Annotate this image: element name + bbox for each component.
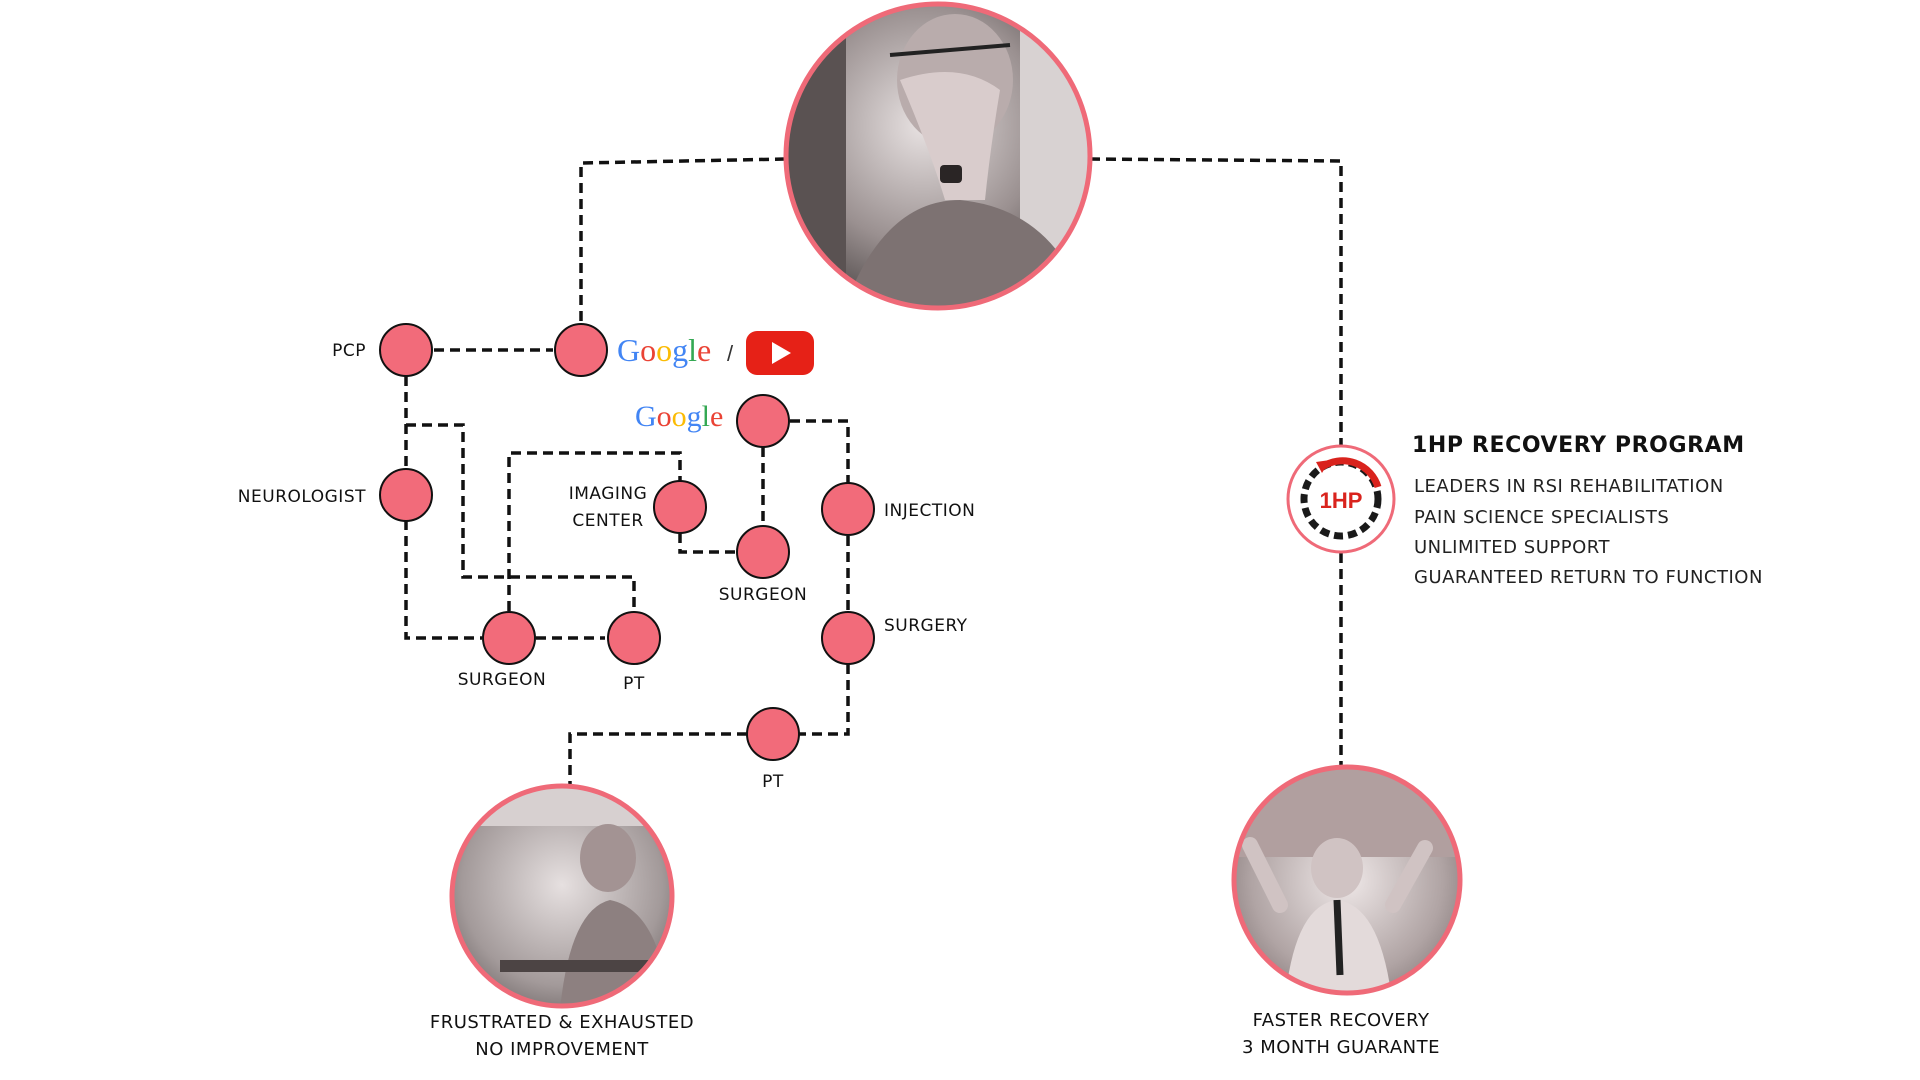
google-letter-l: l xyxy=(688,332,697,368)
node-neurologist xyxy=(379,468,433,522)
youtube-play-icon xyxy=(746,331,814,375)
google-letter-e: e xyxy=(697,332,711,368)
node-imaging-center xyxy=(653,480,707,534)
connector-neurologist-to-surgeon xyxy=(404,520,482,640)
connector-imaging-to-surgeon xyxy=(678,533,737,554)
happy-person-photo xyxy=(1231,764,1463,996)
google-letter-o1: o xyxy=(640,332,656,368)
google2-letter-o2: o xyxy=(672,400,687,433)
connector-surgery-to-pt xyxy=(799,664,850,736)
connector-top-to-google xyxy=(579,157,786,350)
label-imaging-line1: IMAGING xyxy=(569,484,648,504)
logo-separator: / xyxy=(727,341,734,366)
node-surgeon-mid xyxy=(736,525,790,579)
google-logo-wordmark-2: Google xyxy=(635,400,723,433)
google2-letter-e: e xyxy=(710,400,723,433)
google-letter-o2: o xyxy=(656,332,672,368)
bad-outcome-line1: FRUSTRATED & EXHAUSTED xyxy=(430,1012,694,1033)
stressed-person-photo xyxy=(783,1,1093,311)
frustrated-person-photo xyxy=(449,783,675,1009)
label-injection: INJECTION xyxy=(884,501,975,521)
connector-pt-to-bad-outcome xyxy=(568,732,747,786)
1hp-logo: 1HP xyxy=(1286,444,1396,554)
program-title: 1HP RECOVERY PROGRAM xyxy=(1412,433,1745,458)
node-labels: PCP NEUROLOGIST IMAGING CENTER SURGEON I… xyxy=(238,341,975,792)
program-item-3: UNLIMITED SUPPORT xyxy=(1414,537,1610,558)
label-surgery: SURGERY xyxy=(884,616,968,636)
label-pcp: PCP xyxy=(332,341,366,361)
label-pt-bottom: PT xyxy=(762,772,784,792)
connector-surgeon-to-imaging xyxy=(507,451,682,611)
good-outcome-line2: 3 MONTH GUARANTE xyxy=(1242,1037,1440,1058)
connector-branch-to-pt xyxy=(406,423,636,611)
path-nodes xyxy=(379,323,875,761)
bad-outcome-line2: NO IMPROVEMENT xyxy=(475,1039,649,1060)
google2-letter-g1: G xyxy=(635,400,657,433)
google-logo-wordmark: Google xyxy=(617,332,711,368)
node-pcp xyxy=(379,323,433,377)
node-injection xyxy=(821,482,875,536)
google-letter-g1: G xyxy=(617,332,640,368)
connector-top-to-program xyxy=(1089,157,1343,445)
google-letter-g2: g xyxy=(672,332,688,368)
program-section: 1HP 1HP RECOVERY PROGRAM LEADERS IN RSI … xyxy=(1286,433,1763,588)
good-outcome-line1: FASTER RECOVERY xyxy=(1253,1010,1430,1031)
google2-letter-g2: g xyxy=(687,400,702,433)
node-pt-left xyxy=(607,611,661,665)
1hp-logo-text: 1HP xyxy=(1320,488,1363,513)
program-item-1: LEADERS IN RSI REHABILITATION xyxy=(1414,476,1724,497)
node-google xyxy=(554,323,608,377)
label-pt-left: PT xyxy=(623,674,645,694)
label-surgeon-mid: SURGEON xyxy=(719,585,808,605)
program-item-2: PAIN SCIENCE SPECIALISTS xyxy=(1414,507,1669,528)
google2-letter-o1: o xyxy=(657,400,672,433)
label-neurologist: NEUROLOGIST xyxy=(238,487,366,507)
node-surgery xyxy=(821,611,875,665)
google2-letter-l: l xyxy=(702,400,710,433)
outcome-captions: FRUSTRATED & EXHAUSTED NO IMPROVEMENT FA… xyxy=(430,1010,1440,1060)
label-imaging-line2: CENTER xyxy=(572,511,643,531)
node-surgeon-left xyxy=(482,611,536,665)
connector-lines xyxy=(404,157,1343,786)
google-youtube-logos: Google / Google xyxy=(617,331,814,433)
label-surgeon-low: SURGEON xyxy=(458,670,547,690)
program-item-4: GUARANTEED RETURN TO FUNCTION xyxy=(1414,567,1763,588)
node-google-2 xyxy=(736,394,790,448)
node-pt-bottom xyxy=(746,707,800,761)
connector-google2-to-injection xyxy=(790,419,850,483)
